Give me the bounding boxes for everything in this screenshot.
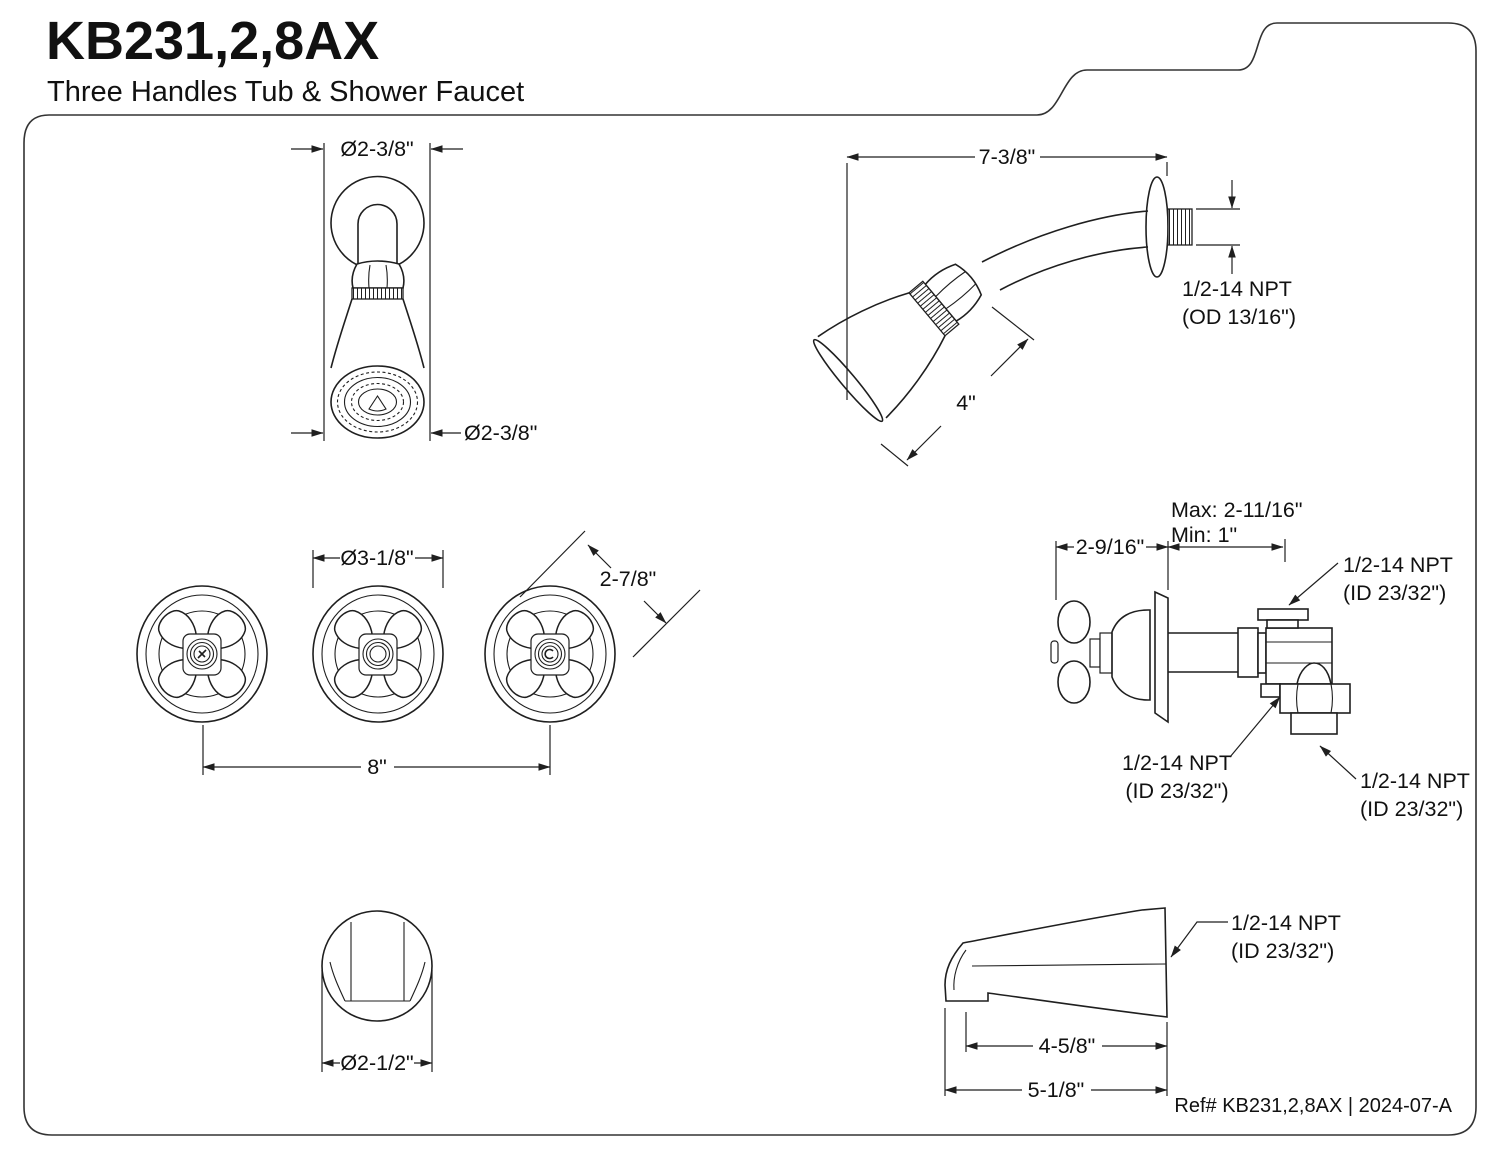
dim-handle-diameter: Ø3-1/8"	[340, 546, 413, 570]
dim-max: Max: 2-11/16"	[1171, 498, 1303, 522]
sheet-border	[23, 22, 1477, 1136]
spout-thread-spec-line2: (ID 23/32")	[1231, 939, 1334, 963]
page-title: KB231,2,8AX	[46, 11, 379, 71]
dim-center-spacing: 8"	[367, 755, 387, 779]
index-mark-hot	[197, 649, 207, 659]
showerhead-front-view: Ø2-3/8" Ø2-3/8"	[291, 137, 537, 445]
valve-side-view: 2-9/16" Max: 2-11/16" Min: 1" 1/2-14 NPT…	[1050, 498, 1470, 821]
reference-number: Ref# KB231,2,8AX | 2024-07-A	[1174, 1095, 1452, 1117]
handle-left	[136, 585, 268, 723]
index-mark-cold	[544, 648, 554, 660]
top-port-spec-line1: 1/2-14 NPT	[1343, 553, 1453, 577]
page-subtitle: Three Handles Tub & Shower Faucet	[47, 76, 524, 108]
thread-spec-od-line2: (OD 13/16")	[1182, 305, 1296, 329]
dim-spout-body: 4-5/8"	[1039, 1034, 1096, 1058]
bottom-port-spec-line1: 1/2-14 NPT	[1360, 769, 1470, 793]
dim-spout-overall: 5-1/8"	[1028, 1078, 1085, 1102]
left-port-spec-line1: 1/2-14 NPT	[1122, 751, 1232, 775]
dim-trim: 2-9/16"	[1076, 535, 1145, 559]
bottom-port-spec-line2: (ID 23/32")	[1360, 797, 1463, 821]
dim-flange-diameter: Ø2-3/8"	[340, 137, 413, 161]
dim-spout-diameter: Ø2-1/2"	[340, 1051, 413, 1075]
spout-end-view: Ø2-1/2"	[321, 910, 433, 1075]
spout-side-view: 1/2-14 NPT (ID 23/32") 4-5/8" 5-1/8"	[944, 907, 1341, 1102]
dim-min: Min: 1"	[1171, 523, 1237, 547]
handles-front-view: Ø3-1/8" 2-7/8" 8"	[136, 530, 701, 779]
top-port-spec-line2: (ID 23/32")	[1343, 581, 1446, 605]
spout-thread-spec-line1: 1/2-14 NPT	[1231, 911, 1341, 935]
handle-middle	[312, 585, 444, 723]
showerhead-side-view: 7-3/8" 1/2-14 NPT (OD 13/16") 4"	[812, 145, 1296, 467]
dim-handle-depth: 2-7/8"	[600, 567, 657, 591]
dim-face-diameter: Ø2-3/8"	[464, 421, 537, 445]
left-port-spec-line2: (ID 23/32")	[1125, 779, 1228, 803]
handle-right	[484, 585, 616, 723]
thread-spec-od-line1: 1/2-14 NPT	[1182, 277, 1292, 301]
dim-reach: 7-3/8"	[979, 145, 1036, 169]
dim-head-length: 4"	[956, 391, 976, 415]
